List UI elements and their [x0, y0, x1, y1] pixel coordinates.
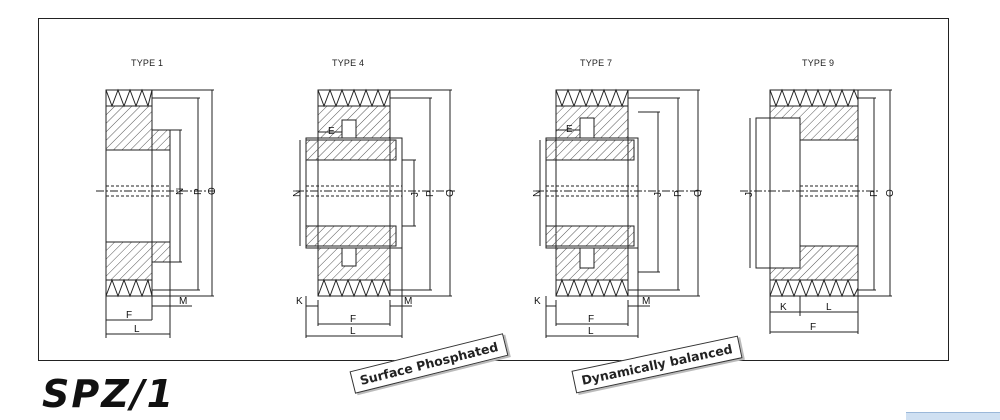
- dim-l: L: [826, 302, 832, 313]
- dim-l: L: [588, 326, 594, 337]
- dim-l: L: [134, 324, 140, 335]
- dim-o: O: [207, 187, 218, 195]
- pulley-type9: [740, 88, 892, 334]
- dim-f: F: [126, 310, 132, 321]
- dim-n: N: [292, 190, 303, 197]
- dim-n: N: [175, 188, 186, 195]
- pulley-type4: [296, 88, 455, 338]
- dim-n: N: [532, 190, 543, 197]
- dim-f: F: [810, 322, 816, 333]
- dim-m: M: [179, 296, 187, 307]
- pulley-type1: [96, 88, 215, 338]
- dim-e: E: [566, 124, 573, 135]
- window-corner-bar: [906, 412, 1000, 420]
- dim-p: P: [425, 190, 436, 197]
- type-1-label: TYPE 1: [131, 58, 164, 68]
- product-title: SPZ/1: [42, 372, 176, 416]
- dim-e: E: [328, 126, 335, 137]
- dim-l: L: [350, 326, 356, 337]
- dim-p: P: [193, 188, 204, 195]
- dim-o: O: [445, 189, 456, 197]
- dim-o: O: [693, 189, 704, 197]
- type-7-label: TYPE 7: [580, 58, 613, 68]
- dim-f: F: [350, 314, 356, 325]
- dim-k: K: [534, 296, 541, 307]
- dim-p: P: [869, 190, 880, 197]
- dim-j: J: [653, 192, 664, 197]
- type-4-label: TYPE 4: [332, 58, 365, 68]
- dim-k: K: [780, 302, 787, 313]
- type-9-label: TYPE 9: [802, 58, 835, 68]
- dim-m: M: [404, 296, 412, 307]
- dim-j: J: [744, 192, 755, 197]
- pulley-type7: [536, 88, 702, 338]
- dim-k: K: [296, 296, 303, 307]
- dim-o: O: [885, 189, 896, 197]
- dim-p: P: [673, 190, 684, 197]
- drawing-frame: [38, 18, 949, 361]
- dim-j: J: [410, 192, 421, 197]
- dim-f: F: [588, 314, 594, 325]
- dim-m: M: [642, 296, 650, 307]
